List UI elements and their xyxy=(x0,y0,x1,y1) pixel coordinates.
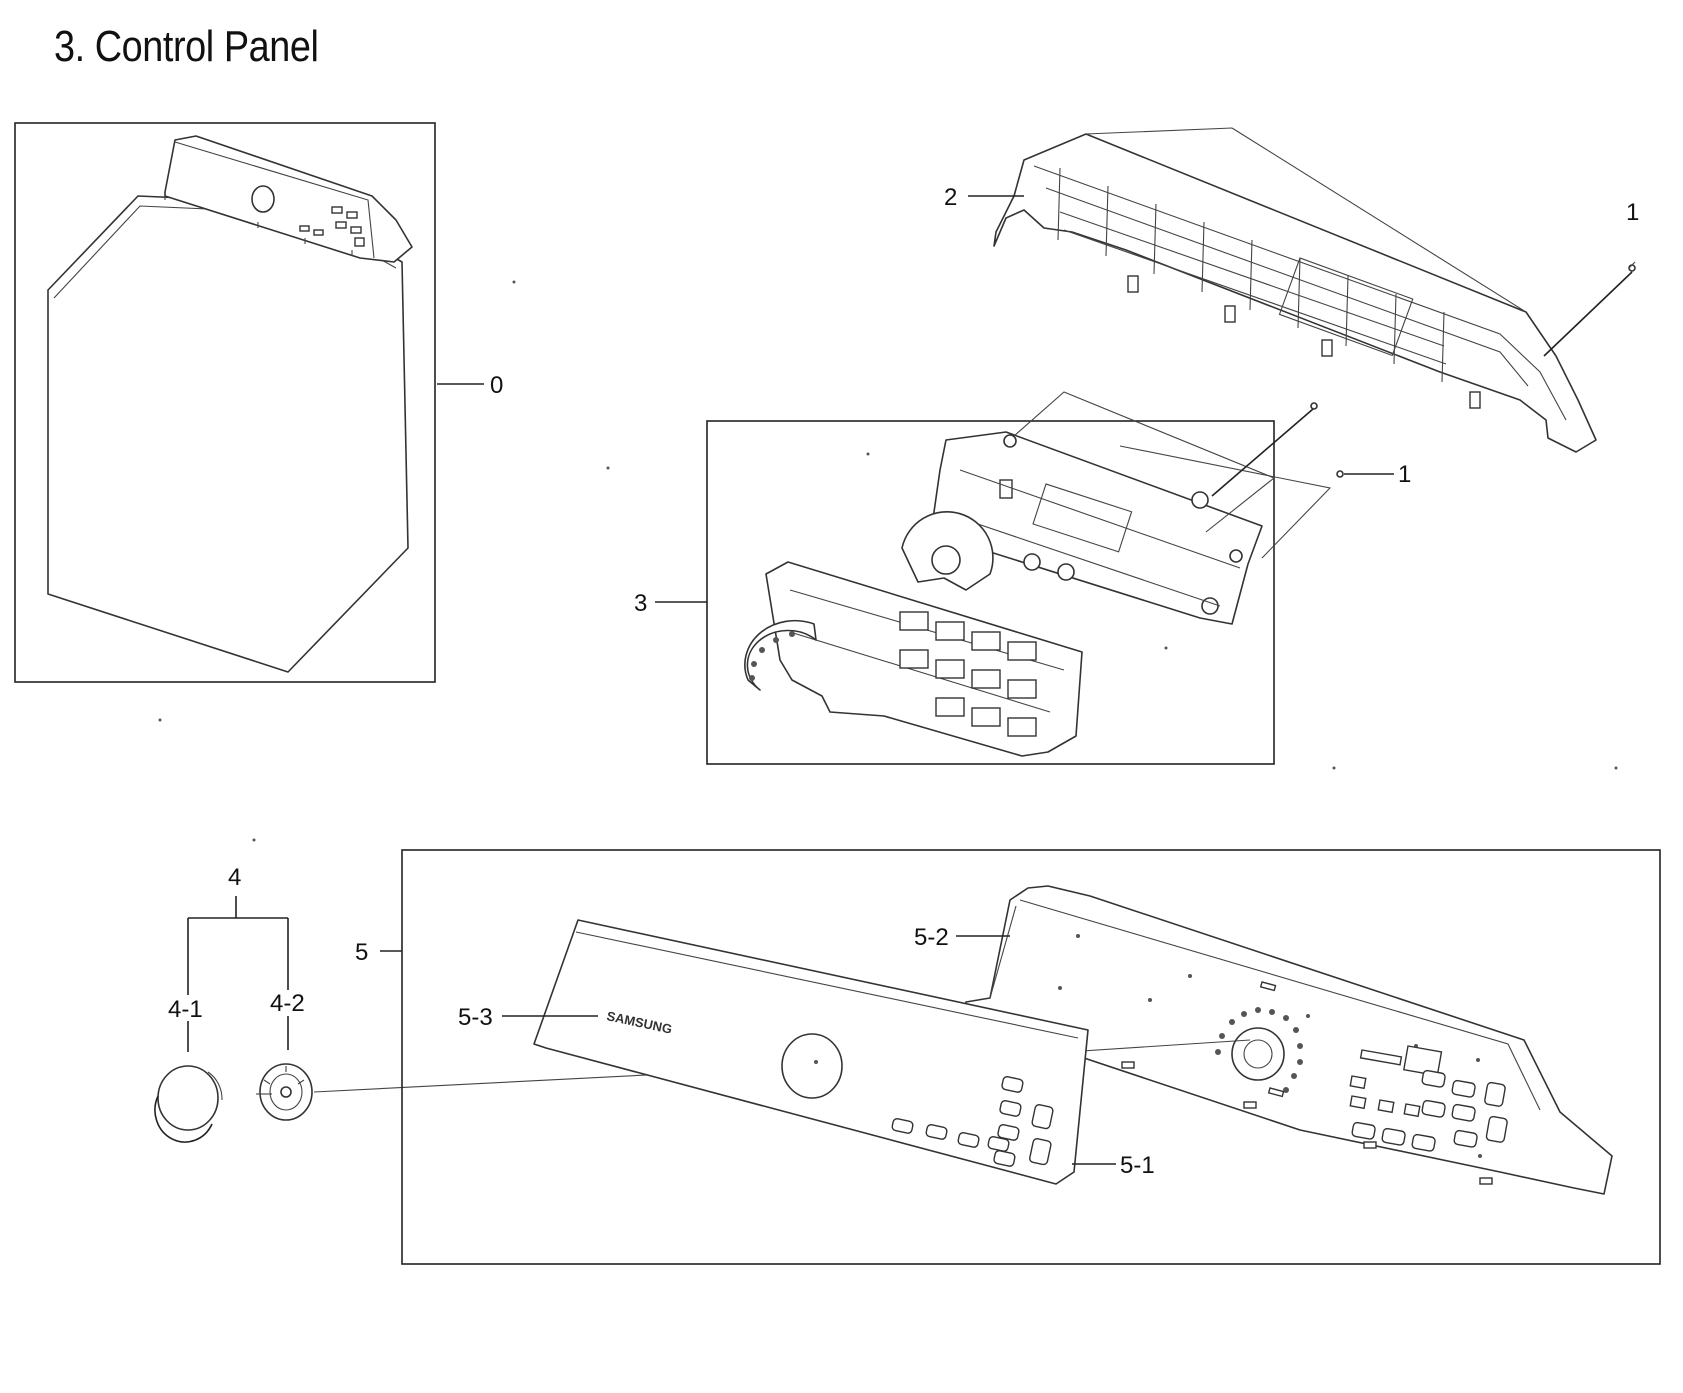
callout-5-3: 5-3 xyxy=(458,1004,493,1031)
control-panel-frame xyxy=(993,127,1597,453)
callout-0: 0 xyxy=(490,372,503,399)
control-panel-back xyxy=(959,885,1613,1195)
assembly-box-3 xyxy=(706,420,1275,765)
pcb-board-upper xyxy=(929,431,1263,625)
callout-4: 4 xyxy=(228,864,241,891)
screw-mid-b xyxy=(1336,470,1344,478)
callout-5-1: 5-1 xyxy=(1120,1152,1155,1179)
page-title: 3. Control Panel xyxy=(54,22,319,71)
callout-5: 5 xyxy=(355,939,368,966)
control-panel-front: SAMSUNG xyxy=(533,919,1089,1185)
callout-1-top: 1 xyxy=(1626,199,1639,226)
screw-top xyxy=(1628,261,1636,272)
assembly-box-0 xyxy=(14,122,436,683)
screw-mid-a xyxy=(1310,402,1318,410)
knob-shaft-adapter xyxy=(259,1063,313,1121)
callout-5-2: 5-2 xyxy=(914,924,949,951)
assembly-box-5 xyxy=(401,849,1661,1265)
washer-cabinet xyxy=(47,135,413,673)
callout-3: 3 xyxy=(634,590,647,617)
callout-1-mid: 1 xyxy=(1398,461,1411,488)
callout-4-1: 4-1 xyxy=(168,996,203,1023)
pcb-board-lower xyxy=(765,561,1083,757)
callout-2: 2 xyxy=(944,184,957,211)
encoder-ring-upper xyxy=(901,511,994,591)
encoder-ring-lower xyxy=(744,619,817,691)
callout-4-2: 4-2 xyxy=(270,990,305,1017)
knob-cap xyxy=(154,1065,223,1143)
